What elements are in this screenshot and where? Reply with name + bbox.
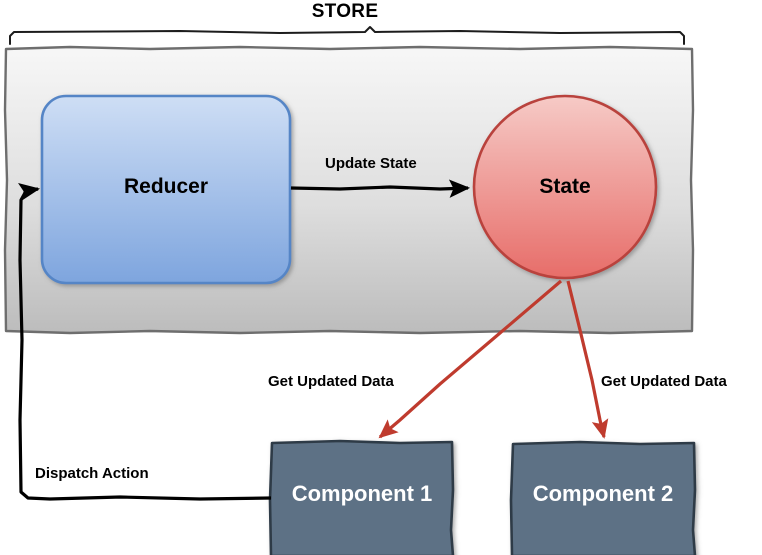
component-2-node-label: Component 2 xyxy=(532,481,674,506)
dispatch-action-arrow xyxy=(18,183,272,501)
get-updated-data-edge-label-1: Get Updated Data xyxy=(268,373,394,390)
get-updated-data-arrow-2 xyxy=(566,280,609,439)
component-2-shape xyxy=(509,440,697,555)
update-state-arrow xyxy=(290,179,471,198)
reducer-node-shape xyxy=(40,94,292,285)
get-updated-data-arrow-1 xyxy=(378,279,563,439)
store-title: STORE xyxy=(311,1,379,22)
update-state-edge-label: Update State xyxy=(325,155,417,172)
get-updated-data-edge-label-2: Get Updated Data xyxy=(601,373,727,390)
reducer-node-label: Reducer xyxy=(123,175,209,198)
state-node-shape xyxy=(472,94,658,280)
state-node-label: State xyxy=(539,175,591,198)
component-1-shape xyxy=(268,439,455,555)
store-bracket xyxy=(9,26,685,45)
component-1-node-label: Component 1 xyxy=(291,481,433,506)
dispatch-action-edge-label: Dispatch Action xyxy=(35,465,149,482)
